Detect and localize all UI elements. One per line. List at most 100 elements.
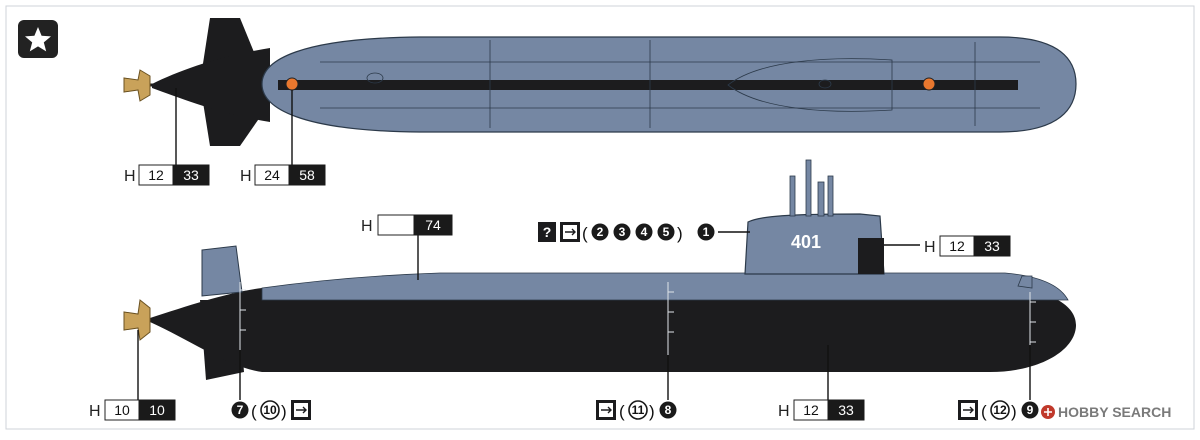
step-circle-1	[697, 223, 715, 241]
h-prefix: H	[89, 403, 101, 420]
top-marker-orange	[922, 77, 936, 91]
paren-close: )	[281, 402, 287, 421]
top-label-1: H 12 33	[124, 164, 210, 186]
side-view-submarine: 401	[123, 159, 1076, 380]
callout-left: 7 ( 10 )	[231, 400, 311, 421]
side-label-bottom-mid: H 12 33	[778, 399, 865, 421]
black-code-box	[973, 235, 1011, 257]
callout-sail: ? ( 2 3 4 5 ) 1	[538, 222, 715, 243]
step-number: 5	[663, 225, 670, 239]
step-number: 7	[237, 403, 244, 417]
decal-icon	[560, 222, 580, 242]
top-hatch	[818, 79, 832, 89]
top-hatch	[366, 72, 384, 84]
callout-right: ( 12 ) 9	[958, 400, 1039, 421]
top-propeller	[123, 69, 151, 102]
black-code: 33	[838, 402, 854, 418]
black-code: 33	[183, 167, 199, 183]
h-prefix: H	[124, 168, 136, 185]
black-code-box	[827, 399, 865, 421]
side-label-top: H 74	[361, 214, 453, 236]
step-circle-9	[1021, 401, 1039, 419]
side-upper-rudder	[201, 245, 243, 297]
top-label-2: H 24 58	[240, 164, 326, 186]
side-leader-lines	[137, 231, 1031, 400]
question-box	[538, 222, 556, 242]
white-code: 10	[114, 402, 130, 418]
step-circle-2	[591, 223, 609, 241]
h-prefix: H	[778, 403, 790, 420]
side-hull-upper	[261, 272, 1069, 301]
step-circle-3	[613, 223, 631, 241]
paren-close: )	[649, 402, 655, 421]
white-code-box	[377, 214, 415, 236]
step-number: 1	[703, 225, 710, 239]
white-code: 12	[949, 238, 965, 254]
black-code: 74	[425, 217, 441, 233]
black-code: 33	[984, 238, 1000, 254]
paren-close: )	[1011, 402, 1017, 421]
black-code: 10	[149, 402, 165, 418]
white-code: 24	[264, 167, 280, 183]
step-number: 2	[597, 225, 604, 239]
step-number: 3	[619, 225, 626, 239]
top-tail-cone	[152, 48, 270, 122]
hull-number: 401	[791, 232, 821, 252]
h-prefix: H	[240, 168, 252, 185]
black-code: 58	[299, 167, 315, 183]
top-view-submarine	[123, 18, 1077, 165]
step-number: 8	[665, 403, 672, 417]
white-code: 12	[148, 167, 164, 183]
step-circle-8	[659, 401, 677, 419]
black-code-box	[172, 164, 210, 186]
white-code: 12	[803, 402, 819, 418]
sail-dark-panel	[858, 238, 884, 274]
callout-mid: ( 11 ) 8	[596, 400, 677, 421]
step-number: 11	[632, 403, 645, 417]
decal-icon	[958, 400, 978, 420]
h-prefix: H	[924, 239, 936, 256]
black-code-box	[413, 214, 453, 236]
paren-open: (	[251, 402, 257, 421]
step-circle-12	[990, 400, 1010, 420]
watermark: HOBBY SEARCH	[1041, 404, 1171, 420]
watermark-text: HOBBY SEARCH	[1058, 404, 1171, 420]
side-mast	[817, 181, 825, 217]
top-marker-orange	[285, 77, 299, 91]
black-code-box	[288, 164, 326, 186]
side-propeller	[123, 299, 151, 341]
paren-open: (	[981, 402, 987, 421]
step-circle-11	[628, 400, 648, 420]
top-center-stripe	[278, 80, 1018, 90]
step-circle-5	[657, 223, 675, 241]
paren-close: )	[677, 224, 683, 243]
corner-badge	[18, 20, 58, 58]
step-number: 10	[263, 403, 277, 417]
step-circle-7	[231, 401, 249, 419]
black-code-box	[138, 399, 176, 421]
step-circle-10	[260, 400, 280, 420]
side-mast	[805, 159, 812, 217]
star-icon	[25, 27, 51, 52]
draft-marks	[239, 282, 1036, 360]
decal-icon	[291, 400, 311, 420]
paren-open: (	[619, 402, 625, 421]
side-mast	[827, 175, 834, 217]
paren-open: (	[582, 224, 588, 243]
decal-icon	[596, 400, 616, 420]
sheet-border	[5, 5, 1195, 430]
top-sail-outline	[727, 58, 893, 112]
side-label-sail: H 12 33	[924, 235, 1011, 257]
watermark-logo-mark	[1044, 408, 1052, 416]
side-label-bottom-left: H 10 10	[89, 399, 176, 421]
h-prefix: H	[361, 218, 373, 235]
question-mark: ?	[543, 224, 552, 240]
step-number: 12	[993, 403, 1007, 417]
side-bow-fin	[1017, 275, 1033, 289]
step-number: 4	[641, 225, 648, 239]
step-number: 9	[1027, 403, 1034, 417]
side-hull-lower	[150, 288, 1076, 372]
side-mast	[789, 175, 796, 217]
